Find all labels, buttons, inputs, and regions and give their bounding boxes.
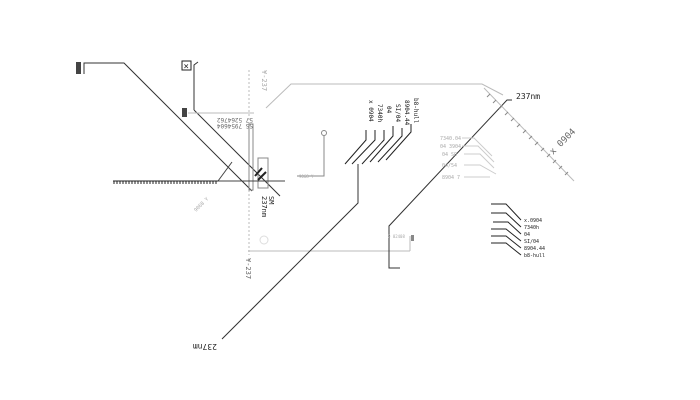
center-mark-short: SM — [267, 196, 275, 204]
angled-scale-label: x 0904 — [548, 127, 578, 157]
close-box[interactable]: × — [181, 60, 192, 72]
top-polyline — [265, 83, 504, 109]
main-diagonal — [221, 164, 359, 340]
hatched-marker-top-left — [76, 62, 81, 74]
axis-node — [259, 235, 269, 245]
vertical-tags: x 0904 7340h 04 SI/04 8904.44 b8-hull — [367, 98, 419, 126]
center-hatch — [254, 167, 263, 177]
center-mark: 237nm — [260, 196, 268, 217]
faint-tag-leaders — [462, 137, 497, 178]
scale-label-top: 237nm — [516, 92, 540, 101]
diagonal-line-left — [83, 62, 253, 192]
vertical-tag-leaders — [344, 124, 412, 165]
right-diagonal — [388, 99, 512, 269]
legend-item: 7340h — [524, 225, 539, 231]
bottom-tag: 0 02408 — [388, 234, 405, 239]
vertical-tag: 04 — [385, 106, 392, 114]
center-box — [248, 123, 254, 191]
readout-line-2: 57 5264762 — [216, 116, 253, 123]
center-hatch-2 — [257, 171, 267, 181]
faint-tag: 7340.04 — [440, 136, 461, 142]
vertical-tag: SI/04 — [394, 104, 401, 122]
small-box-label: 9068 Y — [299, 174, 314, 179]
legend-item: 8904.44 — [524, 246, 545, 252]
legend-item: SI/04 — [524, 239, 539, 245]
vertical-tag: x 0904 — [367, 100, 374, 122]
pin-stem — [297, 136, 325, 177]
faint-tags: 7340.04 04 3904 04 SO 04/54 8904 7 — [440, 136, 461, 181]
faint-tag: 8904 7 — [442, 175, 460, 181]
bottom-tag-marker — [411, 235, 414, 241]
center-box-right — [257, 157, 269, 189]
faint-tag: 04/54 — [442, 163, 457, 169]
right-legend-leaders — [491, 203, 522, 256]
diagonal-line-mid — [193, 109, 281, 197]
axis-label-top: ¥-237 — [260, 70, 268, 91]
faint-tag: 04 SO — [442, 152, 457, 158]
vertical-tag: 7340h — [376, 104, 383, 122]
bracket — [193, 61, 199, 110]
readout-line-1: SS 7954604 — [216, 122, 253, 129]
vertical-tag: 8904.44 — [403, 100, 410, 126]
vertical-tag: b8-hull — [412, 98, 419, 124]
scale-label-bottom: 237nm — [193, 342, 217, 351]
pin-icon — [321, 130, 327, 136]
tick-ruler-ticks — [486, 93, 569, 176]
close-icon: × — [184, 62, 189, 72]
baseline-join — [217, 161, 233, 182]
right-legend: x.0904 7340h 04 SI/04 8904.44 b8-hull — [524, 218, 545, 259]
small-left-label: 9068 Y — [193, 196, 210, 213]
tick-ruler — [483, 87, 575, 182]
legend-item: x.0904 — [524, 218, 542, 224]
legend-item: 04 — [524, 232, 530, 238]
faint-tag: 04 3904 — [440, 144, 461, 150]
baseline-ticks — [113, 181, 217, 184]
axis-label-bottom: ¥-237 — [244, 258, 252, 279]
hatched-marker-mid — [182, 108, 187, 117]
legend-item: b8-hull — [524, 253, 545, 259]
